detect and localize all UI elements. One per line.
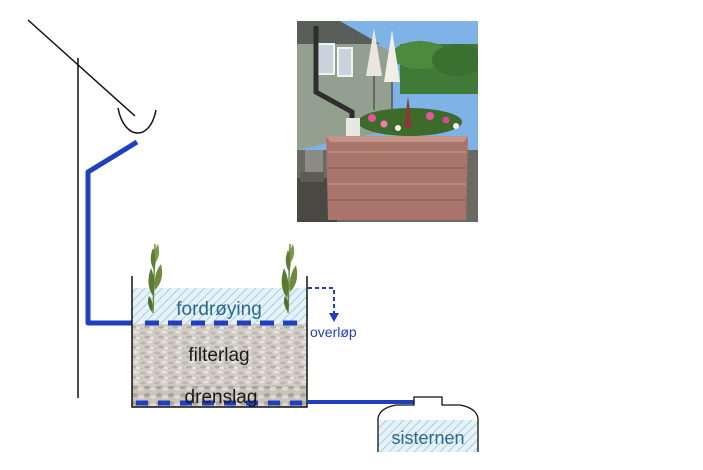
gutter-icon [117, 107, 157, 134]
roof [27, 19, 136, 398]
plant-right-icon [281, 243, 298, 314]
retention-label: fordrøying [176, 299, 262, 320]
cistern-label: sisternen [391, 428, 464, 448]
filter-label: filterlag [188, 345, 249, 366]
drain-label: drenslag [185, 387, 258, 408]
cistern [377, 396, 479, 452]
planter-box [131, 276, 308, 408]
overflow-arrow-icon [308, 287, 339, 322]
plant-left-icon [148, 243, 163, 314]
filter-layer [132, 324, 307, 386]
downpipe [85, 139, 139, 326]
drain-layer [132, 386, 307, 407]
overflow-label: overløp [310, 324, 357, 340]
photo-planter-icon [297, 21, 478, 222]
retention-zone [132, 288, 307, 324]
